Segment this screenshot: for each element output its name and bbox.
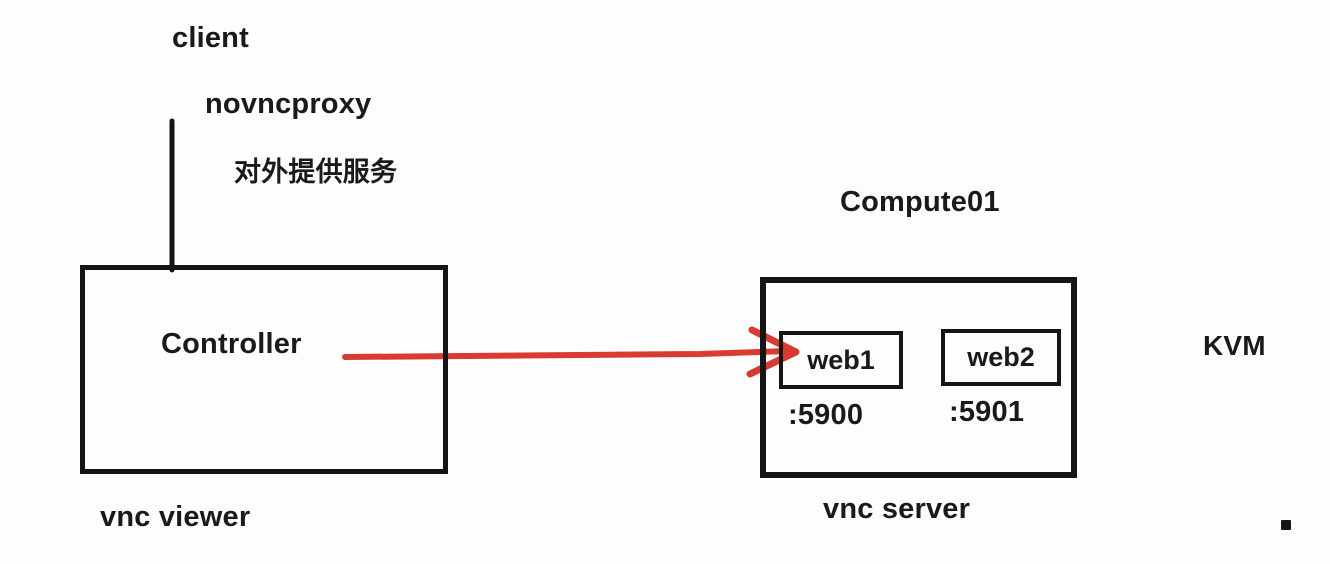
kvm-label: KVM: [1203, 330, 1266, 361]
novncproxy-label: novncproxy: [205, 88, 372, 120]
web2-port-label: :5901: [949, 396, 1025, 428]
web2-vm-box: web2: [941, 329, 1061, 386]
vnc-viewer-label: vnc viewer: [100, 501, 251, 533]
web2-label: web2: [967, 342, 1035, 372]
web1-port-label: :5900: [788, 399, 864, 431]
vnc-server-label: vnc server: [823, 493, 971, 525]
service-note-label: 对外提供服务: [234, 157, 398, 187]
cursor-dot: [1281, 520, 1291, 530]
controller-box: [80, 265, 448, 474]
compute01-box: [760, 277, 1077, 478]
web1-vm-box: web1: [779, 331, 903, 389]
compute01-label: Compute01: [840, 186, 1000, 218]
web1-label: web1: [807, 344, 875, 375]
client-label: client: [172, 22, 249, 54]
controller-label: Controller: [161, 328, 302, 360]
